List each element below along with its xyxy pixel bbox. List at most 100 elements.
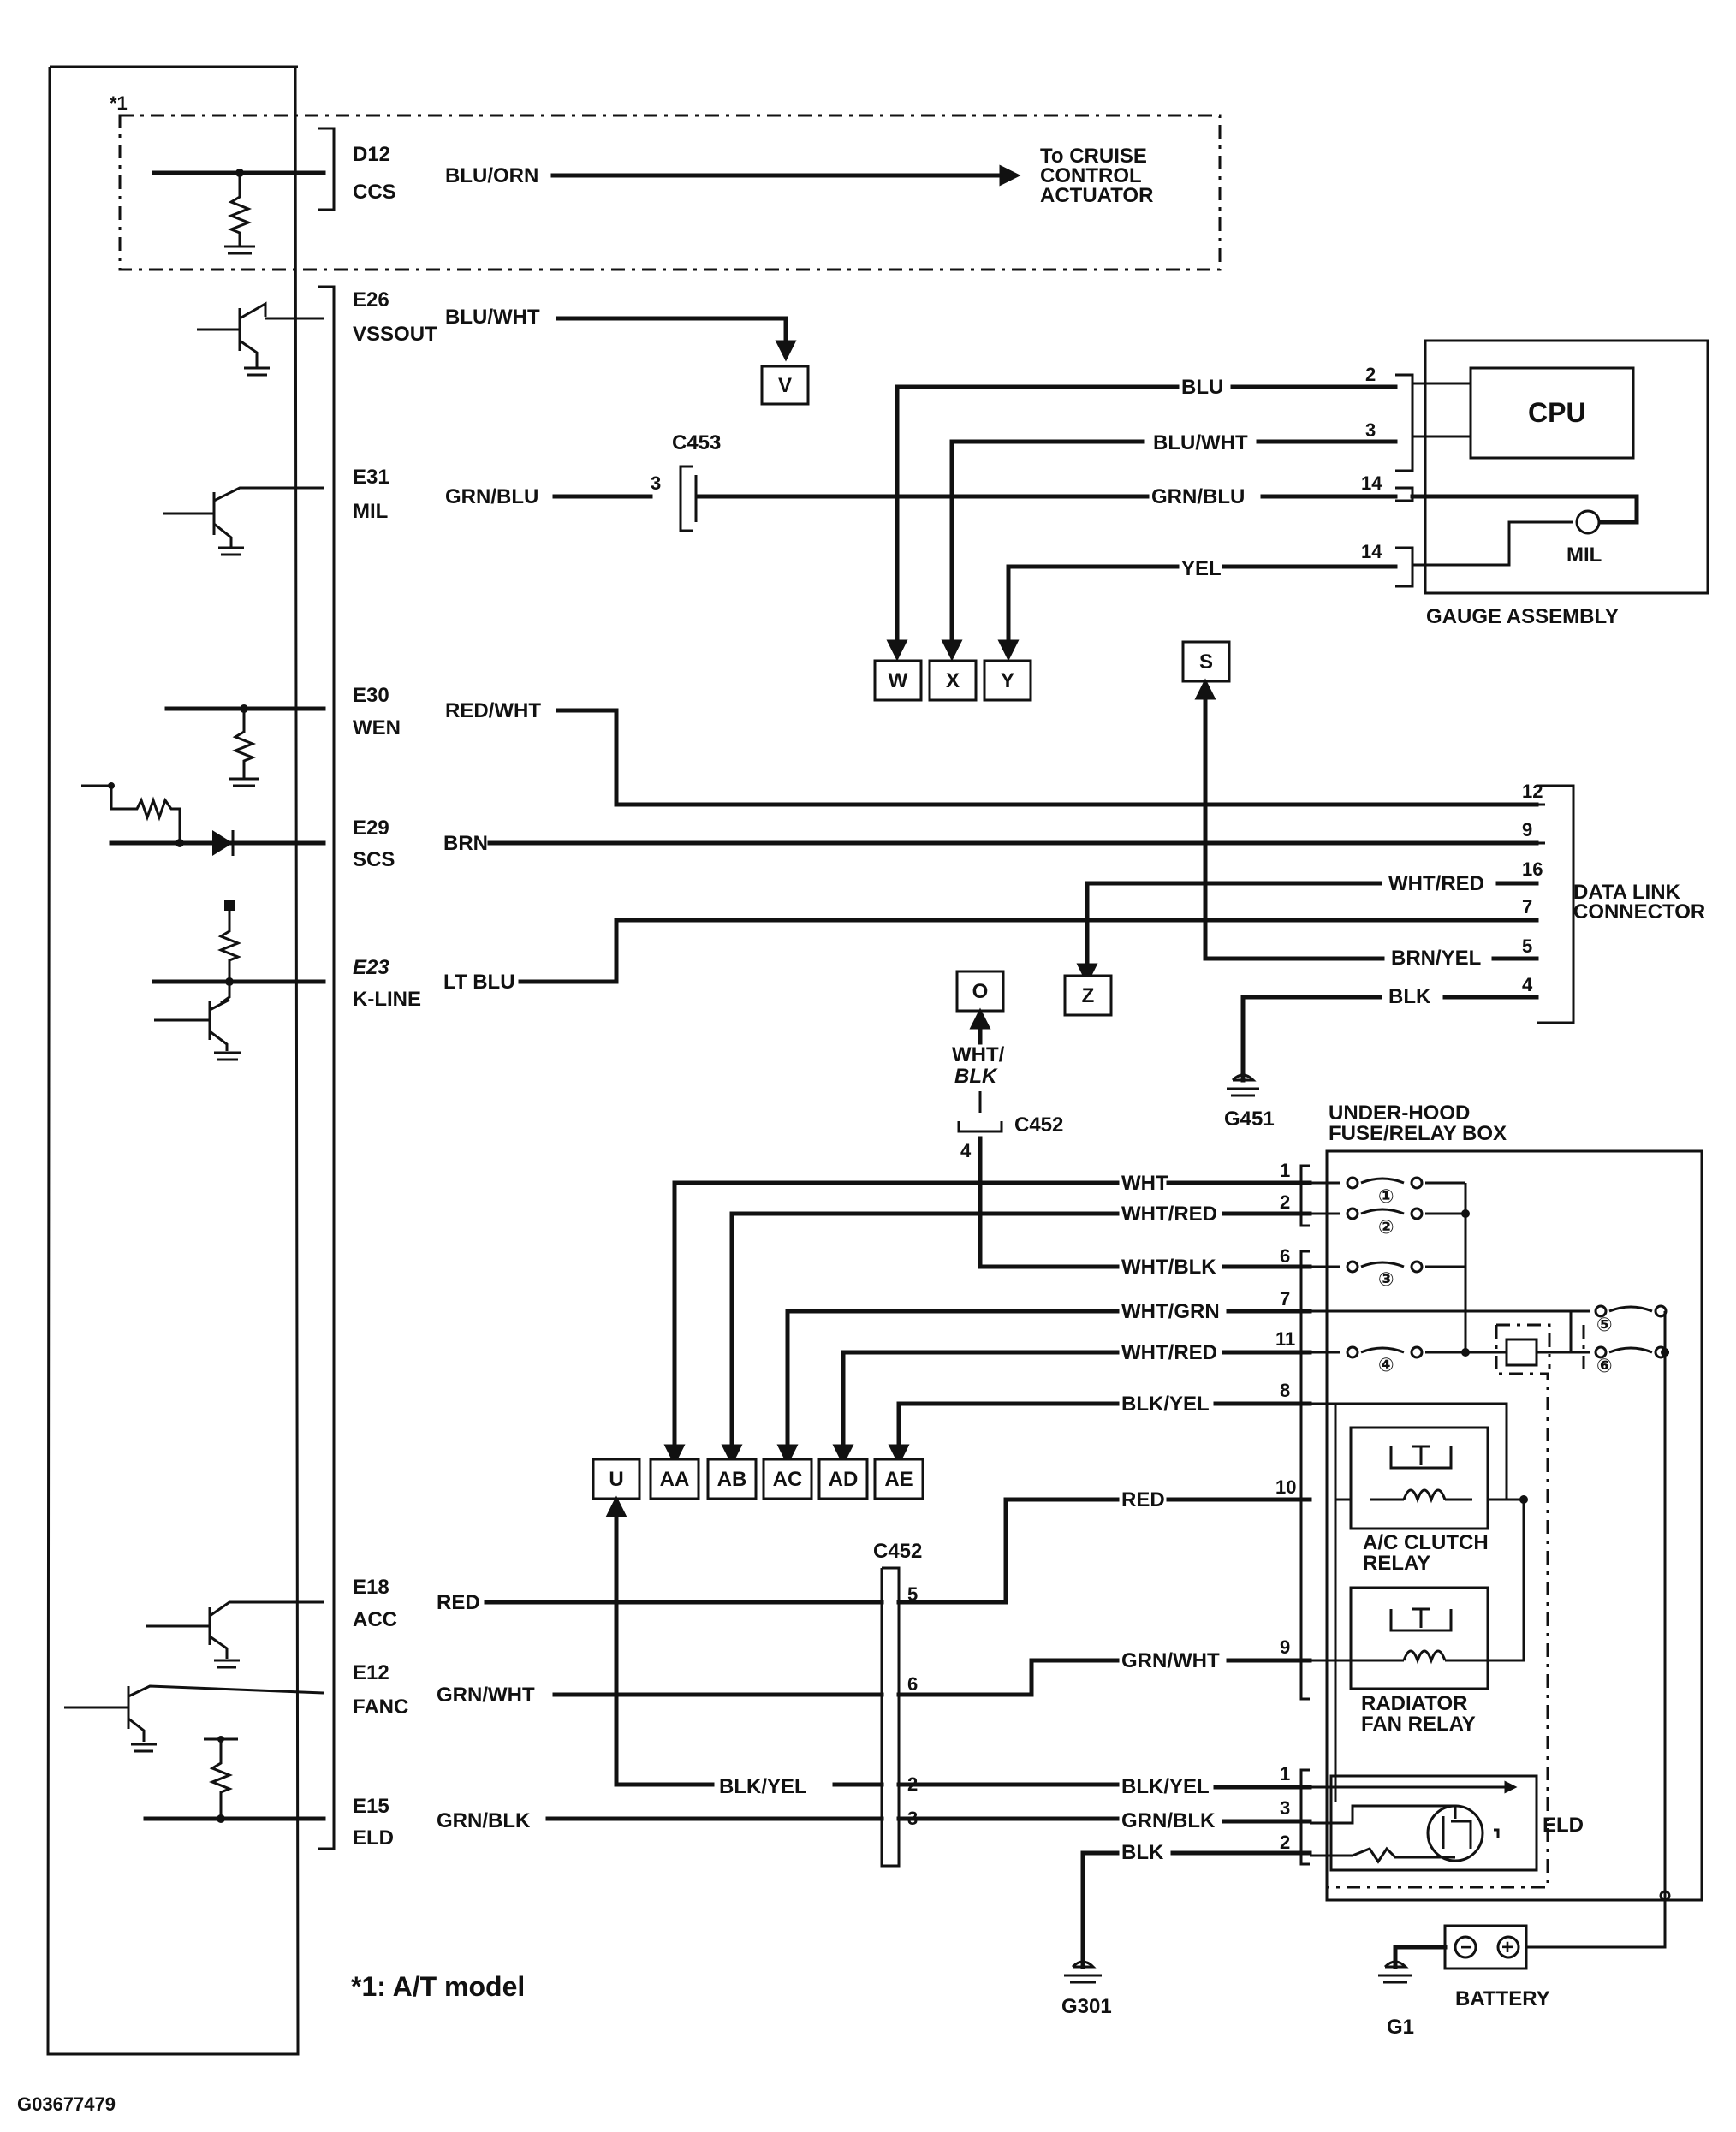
- ref-ab: AB: [706, 1458, 758, 1500]
- c452-lower: C452 5 6 2 3: [873, 1540, 922, 1868]
- svg-text:11: 11: [1275, 1328, 1295, 1350]
- wire-gauge-blu-wht: BLU/WHT: [1153, 431, 1248, 454]
- pin-kline: E23: [353, 956, 389, 979]
- wire-wht-blk-2: BLK: [954, 1065, 998, 1088]
- ref-aa: AA: [649, 1458, 700, 1500]
- wire-gauge-grn-blu: GRN/BLU: [1151, 485, 1245, 508]
- svg-text:2: 2: [1280, 1832, 1290, 1853]
- gauge-pin-2: 2: [1365, 364, 1376, 385]
- svg-text:7: 7: [1280, 1288, 1290, 1309]
- kline-circuit: E23 K-LINE LT BLU: [152, 900, 1539, 1061]
- svg-text:1: 1: [1280, 1160, 1290, 1181]
- ref-ac: AC: [762, 1458, 813, 1500]
- pin-eld-name: ELD: [353, 1826, 394, 1850]
- wire-wht-grn: WHT/GRN: [1121, 1300, 1220, 1323]
- svg-text:AB: AB: [717, 1468, 747, 1491]
- svg-text:X: X: [946, 669, 960, 692]
- pin-kline-name: K-LINE: [353, 988, 421, 1011]
- svg-text:AA: AA: [660, 1468, 690, 1491]
- connector-c452-lower: C452: [873, 1540, 922, 1563]
- fan-relay-1: RADIATOR: [1361, 1692, 1467, 1715]
- battery-label: BATTERY: [1455, 1987, 1550, 2010]
- pin-wen: E30: [353, 684, 389, 707]
- vssout-circuit: E26 VSSOUT BLU/WHT: [197, 288, 797, 377]
- ccs-circuit: D12 CCS BLU/ORN To CRUISE CONTROL ACTUAT…: [152, 143, 1153, 255]
- svg-text:10: 10: [1275, 1476, 1296, 1498]
- fuse-5: ⑤: [1596, 1314, 1613, 1335]
- ecm-body: [46, 65, 336, 2056]
- pin-wen-name: WEN: [353, 716, 401, 739]
- wire-fuse-wht-blk: WHT/BLK: [1121, 1256, 1216, 1279]
- svg-text:S: S: [1199, 650, 1213, 674]
- svg-text:AE: AE: [884, 1468, 913, 1491]
- ac-relay-2: RELAY: [1363, 1552, 1430, 1575]
- pin-ccs-name: CCS: [353, 181, 396, 204]
- wire-eld-blk-yel: BLK/YEL: [1121, 1775, 1210, 1798]
- pin-vssout: E26: [353, 288, 389, 312]
- fuse-1: ①: [1378, 1185, 1394, 1207]
- wire-fuse2-wht-red: WHT/RED: [1121, 1341, 1217, 1364]
- wire-lower-blk-yel: BLK/YEL: [719, 1775, 807, 1798]
- wen-circuit: E30 WEN RED/WHT: [164, 684, 1539, 807]
- battery-minus: −: [1460, 1936, 1472, 1959]
- fuse-2: ②: [1378, 1216, 1394, 1238]
- wire-grn-wht: GRN/WHT: [1121, 1649, 1220, 1672]
- dlc-title-1: DATA LINK: [1573, 881, 1681, 904]
- svg-text:6: 6: [907, 1673, 918, 1695]
- ref-o: O: [955, 970, 1005, 1013]
- wire-blu: BLU: [1181, 376, 1223, 399]
- ground-g451: G451: [1224, 1108, 1275, 1131]
- wire-mil-grn-blu: GRN/BLU: [445, 485, 538, 508]
- battery: − + G1 BATTERY: [1378, 1890, 1671, 2039]
- scs-circuit: E29 SCS BRN: [81, 782, 1539, 871]
- svg-text:2: 2: [1280, 1191, 1290, 1213]
- wire-brn-yel: BRN/YEL: [1391, 947, 1481, 970]
- cruise-line2: CONTROL: [1040, 164, 1142, 187]
- wire-red-wht: RED/WHT: [445, 699, 541, 722]
- footnote: *1: A/T model: [351, 1971, 525, 2002]
- gauge-pin-14b: 14: [1361, 541, 1382, 562]
- svg-text:AD: AD: [829, 1468, 859, 1491]
- svg-text:Y: Y: [1001, 669, 1014, 692]
- c452-upper: WHT/ BLK C452 4: [952, 1007, 1120, 1269]
- dlc-title-2: CONNECTOR: [1573, 900, 1705, 923]
- svg-text:W: W: [889, 669, 908, 692]
- ref-ae: AE: [873, 1458, 924, 1500]
- ground-g1: G1: [1387, 2016, 1414, 2039]
- c452-pin-4: 4: [960, 1140, 972, 1161]
- ref-ad: AD: [817, 1458, 869, 1500]
- fuse-6: ⑥: [1596, 1355, 1613, 1376]
- at-model-box: *1: [110, 92, 1222, 271]
- pin-vssout-name: VSSOUT: [353, 323, 437, 346]
- ref-w: W: [873, 659, 923, 702]
- wire-brn: BRN: [443, 832, 488, 855]
- cruise-line3: ACTUATOR: [1040, 184, 1153, 207]
- svg-text:5: 5: [907, 1583, 918, 1605]
- pin-eld: E15: [353, 1795, 389, 1818]
- svg-text:V: V: [778, 374, 792, 397]
- svg-text:1: 1: [1280, 1763, 1290, 1785]
- ref-x: X: [928, 659, 978, 702]
- eld-ground: BLK G301: [1061, 1841, 1312, 2018]
- pin-mil-name: MIL: [353, 500, 388, 523]
- gauge-pin-3: 3: [1365, 419, 1376, 441]
- wire-fuse-wht-red: WHT/RED: [1121, 1203, 1217, 1226]
- gauge-pin-14a: 14: [1361, 472, 1382, 494]
- svg-text:AC: AC: [773, 1468, 803, 1491]
- pin-mil: E31: [353, 466, 389, 489]
- fuse-3: ③: [1378, 1268, 1394, 1290]
- eld-label: ELD: [1543, 1814, 1584, 1837]
- pin-acc-name: ACC: [353, 1608, 397, 1631]
- wire-eld-grn-blk: GRN/BLK: [1121, 1809, 1216, 1832]
- wire-fanc-grn-wht: GRN/WHT: [437, 1684, 535, 1707]
- pin-ccs: D12: [353, 143, 390, 166]
- gauge-mil: MIL: [1567, 543, 1602, 567]
- wire-dlc-blk: BLK: [1388, 985, 1431, 1008]
- wire-grn-blk: GRN/BLK: [437, 1809, 531, 1832]
- pin-fanc-name: FANC: [353, 1696, 408, 1719]
- wire-yel: YEL: [1181, 557, 1222, 580]
- ref-u: U: [592, 1458, 641, 1500]
- wire-blu-orn: BLU/ORN: [445, 164, 538, 187]
- svg-text:6: 6: [1280, 1245, 1290, 1267]
- battery-plus: +: [1501, 1936, 1513, 1959]
